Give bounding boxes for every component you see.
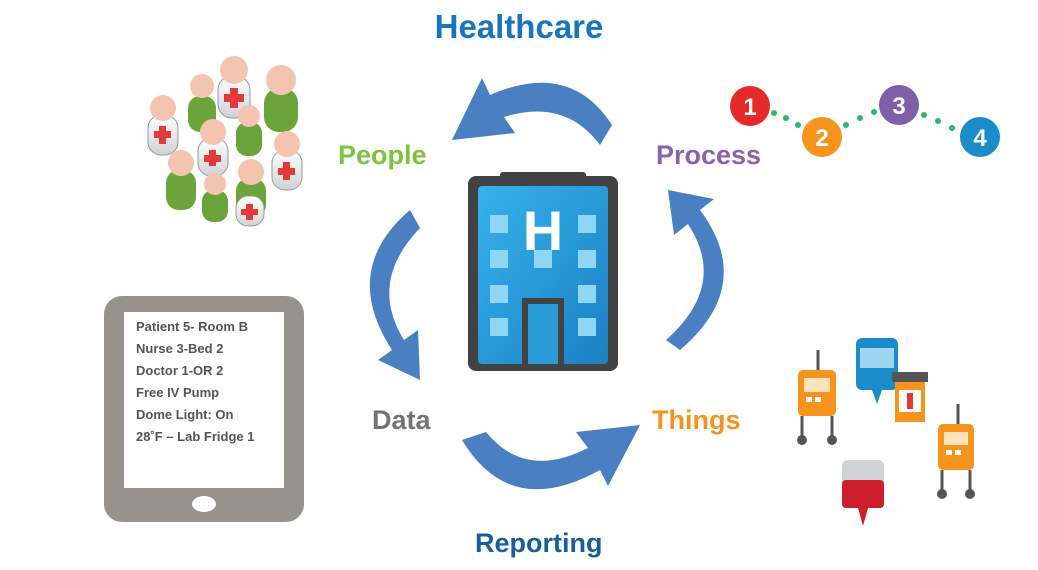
- label-process: Process: [656, 140, 762, 170]
- iv-bag-icon: [856, 338, 898, 404]
- person-icon: [202, 173, 228, 222]
- cycle-arrows: [369, 78, 724, 490]
- person-icon: [271, 131, 303, 191]
- people-group-icon: [147, 56, 303, 227]
- label-reporting: Reporting: [475, 528, 603, 558]
- step-4-number: 4: [973, 125, 987, 152]
- person-icon: [236, 105, 262, 156]
- tablet-line: Doctor 1-OR 2: [136, 363, 224, 378]
- person-icon: [147, 95, 179, 156]
- tablet-line: Patient 5- Room B: [136, 319, 248, 334]
- tablet-line: Dome Light: On: [136, 407, 234, 422]
- hospital-letter: H: [523, 199, 563, 262]
- step-4-badge: 4: [960, 117, 1000, 157]
- iv-pump-icon: [937, 404, 975, 499]
- tablet-icon: [104, 296, 304, 522]
- step-1-badge: 1: [730, 86, 770, 126]
- label-data: Data: [372, 405, 431, 435]
- tablet-screen: Patient 5- Room B Nurse 3-Bed 2 Doctor 1…: [128, 316, 280, 484]
- label-people: People: [338, 140, 427, 170]
- hospital-building-icon: [468, 172, 618, 371]
- pill-bottle-icon: [892, 372, 928, 422]
- arrow-top: [452, 78, 612, 145]
- person-icon: [235, 195, 265, 227]
- process-path: [771, 109, 955, 131]
- step-3-badge: 3: [879, 85, 919, 125]
- label-things: Things: [652, 405, 741, 435]
- tablet-line: Nurse 3-Bed 2: [136, 341, 224, 356]
- step-1-number: 1: [743, 94, 756, 121]
- arrow-bottom: [462, 425, 640, 490]
- medical-devices-icon: [797, 338, 975, 526]
- person-icon: [197, 119, 229, 177]
- step-2-badge: 2: [802, 117, 842, 157]
- arrow-right: [666, 190, 724, 350]
- step-2-number: 2: [815, 125, 828, 152]
- tablet-line: Free IV Pump: [136, 385, 220, 400]
- person-icon: [264, 65, 298, 132]
- diagram-title: Healthcare: [434, 8, 604, 45]
- person-icon: [166, 150, 196, 210]
- blood-bag-icon: [842, 460, 884, 526]
- person-icon: [217, 56, 251, 119]
- tablet-line: 28˚F – Lab Fridge 1: [136, 429, 255, 444]
- iv-pump-icon: [797, 350, 837, 445]
- step-3-number: 3: [892, 93, 905, 120]
- arrow-left: [369, 210, 420, 380]
